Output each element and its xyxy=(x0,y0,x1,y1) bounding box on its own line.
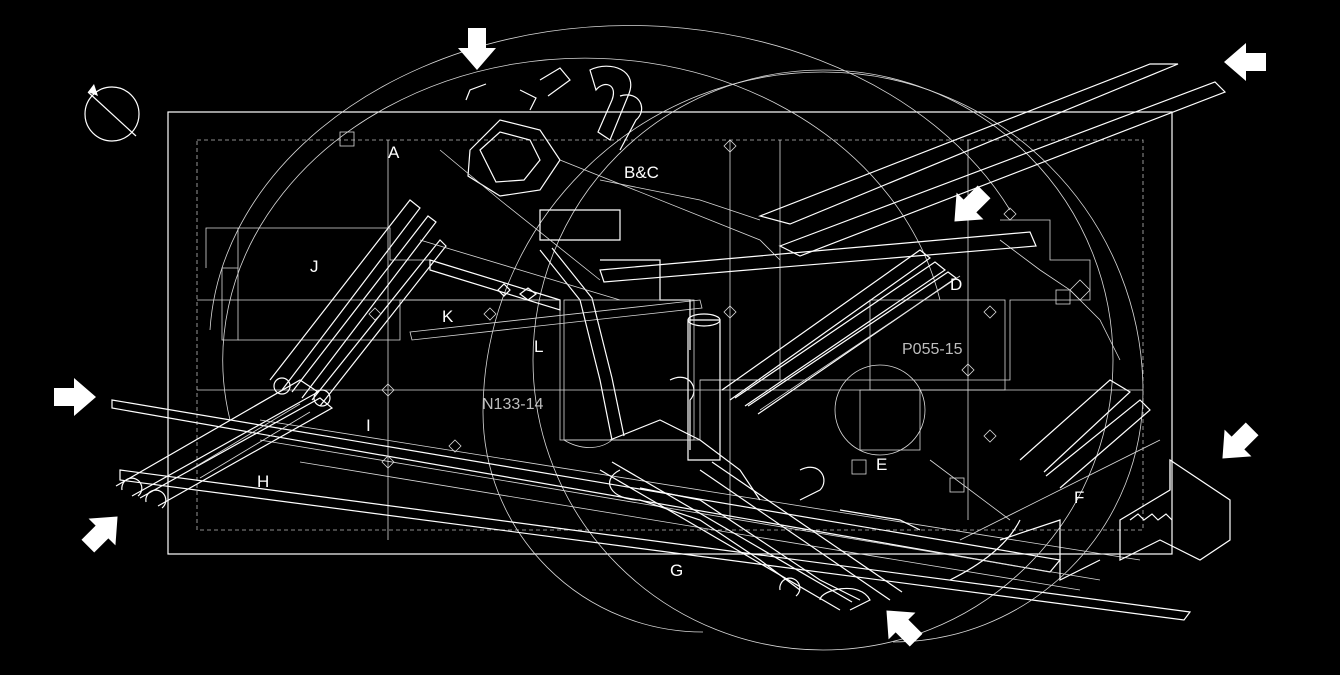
central-structure xyxy=(419,65,861,601)
entry-arrow-bottom-left xyxy=(81,516,118,553)
label-e: E xyxy=(876,455,887,474)
code-p055-15: P055-15 xyxy=(902,341,963,358)
entry-arrow-top-right xyxy=(1224,43,1266,81)
entry-arrow-icon xyxy=(458,28,496,70)
building-outline xyxy=(197,140,1143,540)
entry-arrow-left xyxy=(54,378,96,416)
lower-tubes xyxy=(599,461,921,611)
entry-arrow-top xyxy=(458,28,496,70)
entry-arrow-icon xyxy=(1224,43,1266,81)
entry-arrow-icon xyxy=(54,378,96,416)
tube-arm-right xyxy=(721,249,961,415)
diagonal-beams xyxy=(111,63,1227,621)
grid-markers xyxy=(339,131,1071,493)
stepped-building xyxy=(929,379,1231,581)
label-f: F xyxy=(1074,488,1084,507)
entry-arrow-inner xyxy=(954,185,991,222)
spiral-arcs xyxy=(209,25,1144,651)
label-l: L xyxy=(534,337,543,356)
entry-arrow-icon xyxy=(81,516,118,553)
label-d: D xyxy=(950,275,962,294)
entry-arrow-right xyxy=(1222,422,1259,459)
label-a: A xyxy=(388,143,400,162)
code-n133-14: N133-14 xyxy=(482,396,543,413)
label-j: J xyxy=(310,257,319,276)
label-bc: B&C xyxy=(624,163,659,182)
label-i: I xyxy=(366,416,371,435)
label-h: H xyxy=(257,472,269,491)
entry-arrow-icon xyxy=(886,610,923,647)
entry-arrow-bottom xyxy=(886,610,923,647)
label-k: K xyxy=(442,307,454,326)
entry-arrow-icon xyxy=(954,185,991,222)
tube-arm-left xyxy=(115,199,447,509)
site-boundary xyxy=(167,111,1173,555)
north-arrow-icon xyxy=(84,84,140,142)
label-g: G xyxy=(670,561,683,580)
entry-arrow-icon xyxy=(1222,422,1259,459)
